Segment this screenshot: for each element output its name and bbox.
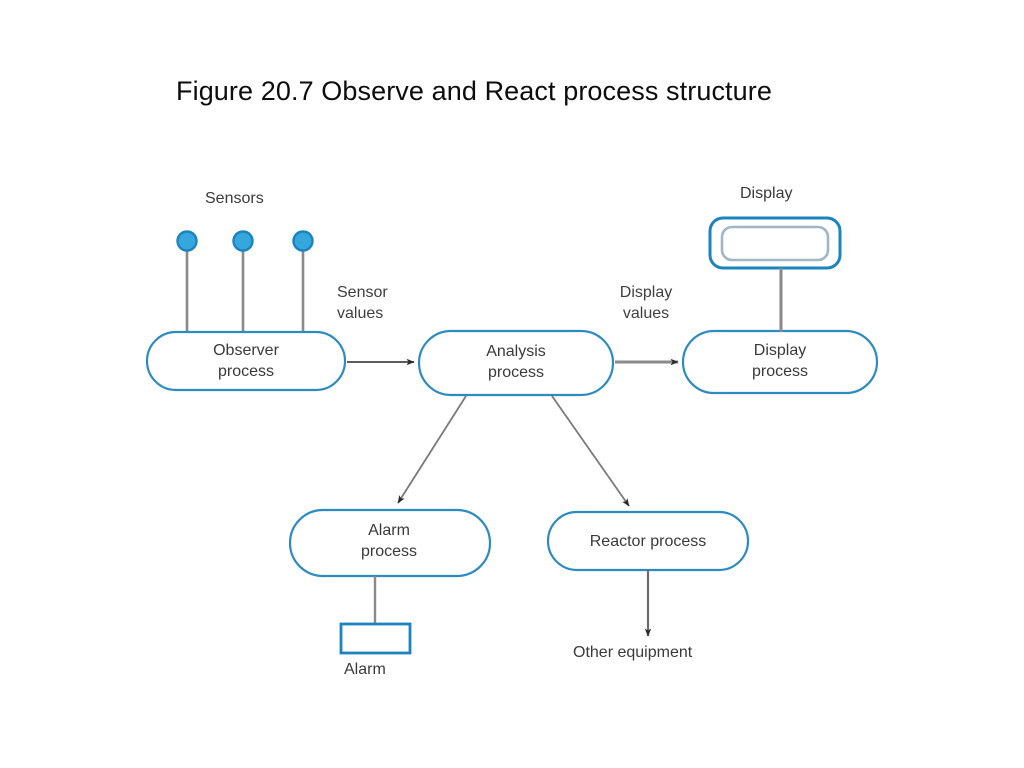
alarm-device-icon[interactable] (339, 622, 412, 655)
node-reactor-process[interactable] (546, 510, 750, 572)
page-title: Figure 20.7 Observe and React process st… (176, 76, 772, 106)
edge-analysis-to-reactor-process (551, 395, 630, 507)
node-analysis-process[interactable] (417, 329, 615, 397)
sensor-node-2[interactable] (232, 230, 254, 252)
node-observer-process[interactable] (145, 330, 347, 392)
sensor-node-3[interactable] (292, 230, 314, 252)
edge-label-display-values: Display values (619, 284, 673, 322)
node-display-process[interactable] (681, 329, 879, 395)
display-caption: Display (740, 185, 793, 202)
display-device-icon[interactable] (708, 216, 842, 270)
sensors-caption: Sensors (205, 190, 264, 207)
node-alarm-process[interactable] (288, 508, 492, 578)
alarm-caption: Alarm (344, 661, 386, 678)
sensor-stem-group (185, 243, 305, 333)
display-device-screen (720, 225, 830, 262)
edge-label-sensor-values: Sensor values (337, 284, 388, 322)
other-equipment-caption: Other equipment (573, 644, 693, 661)
edge-analysis-to-alarm-process (397, 395, 467, 504)
sensor-node-1[interactable] (176, 230, 198, 252)
sensor-head-group (176, 230, 314, 252)
